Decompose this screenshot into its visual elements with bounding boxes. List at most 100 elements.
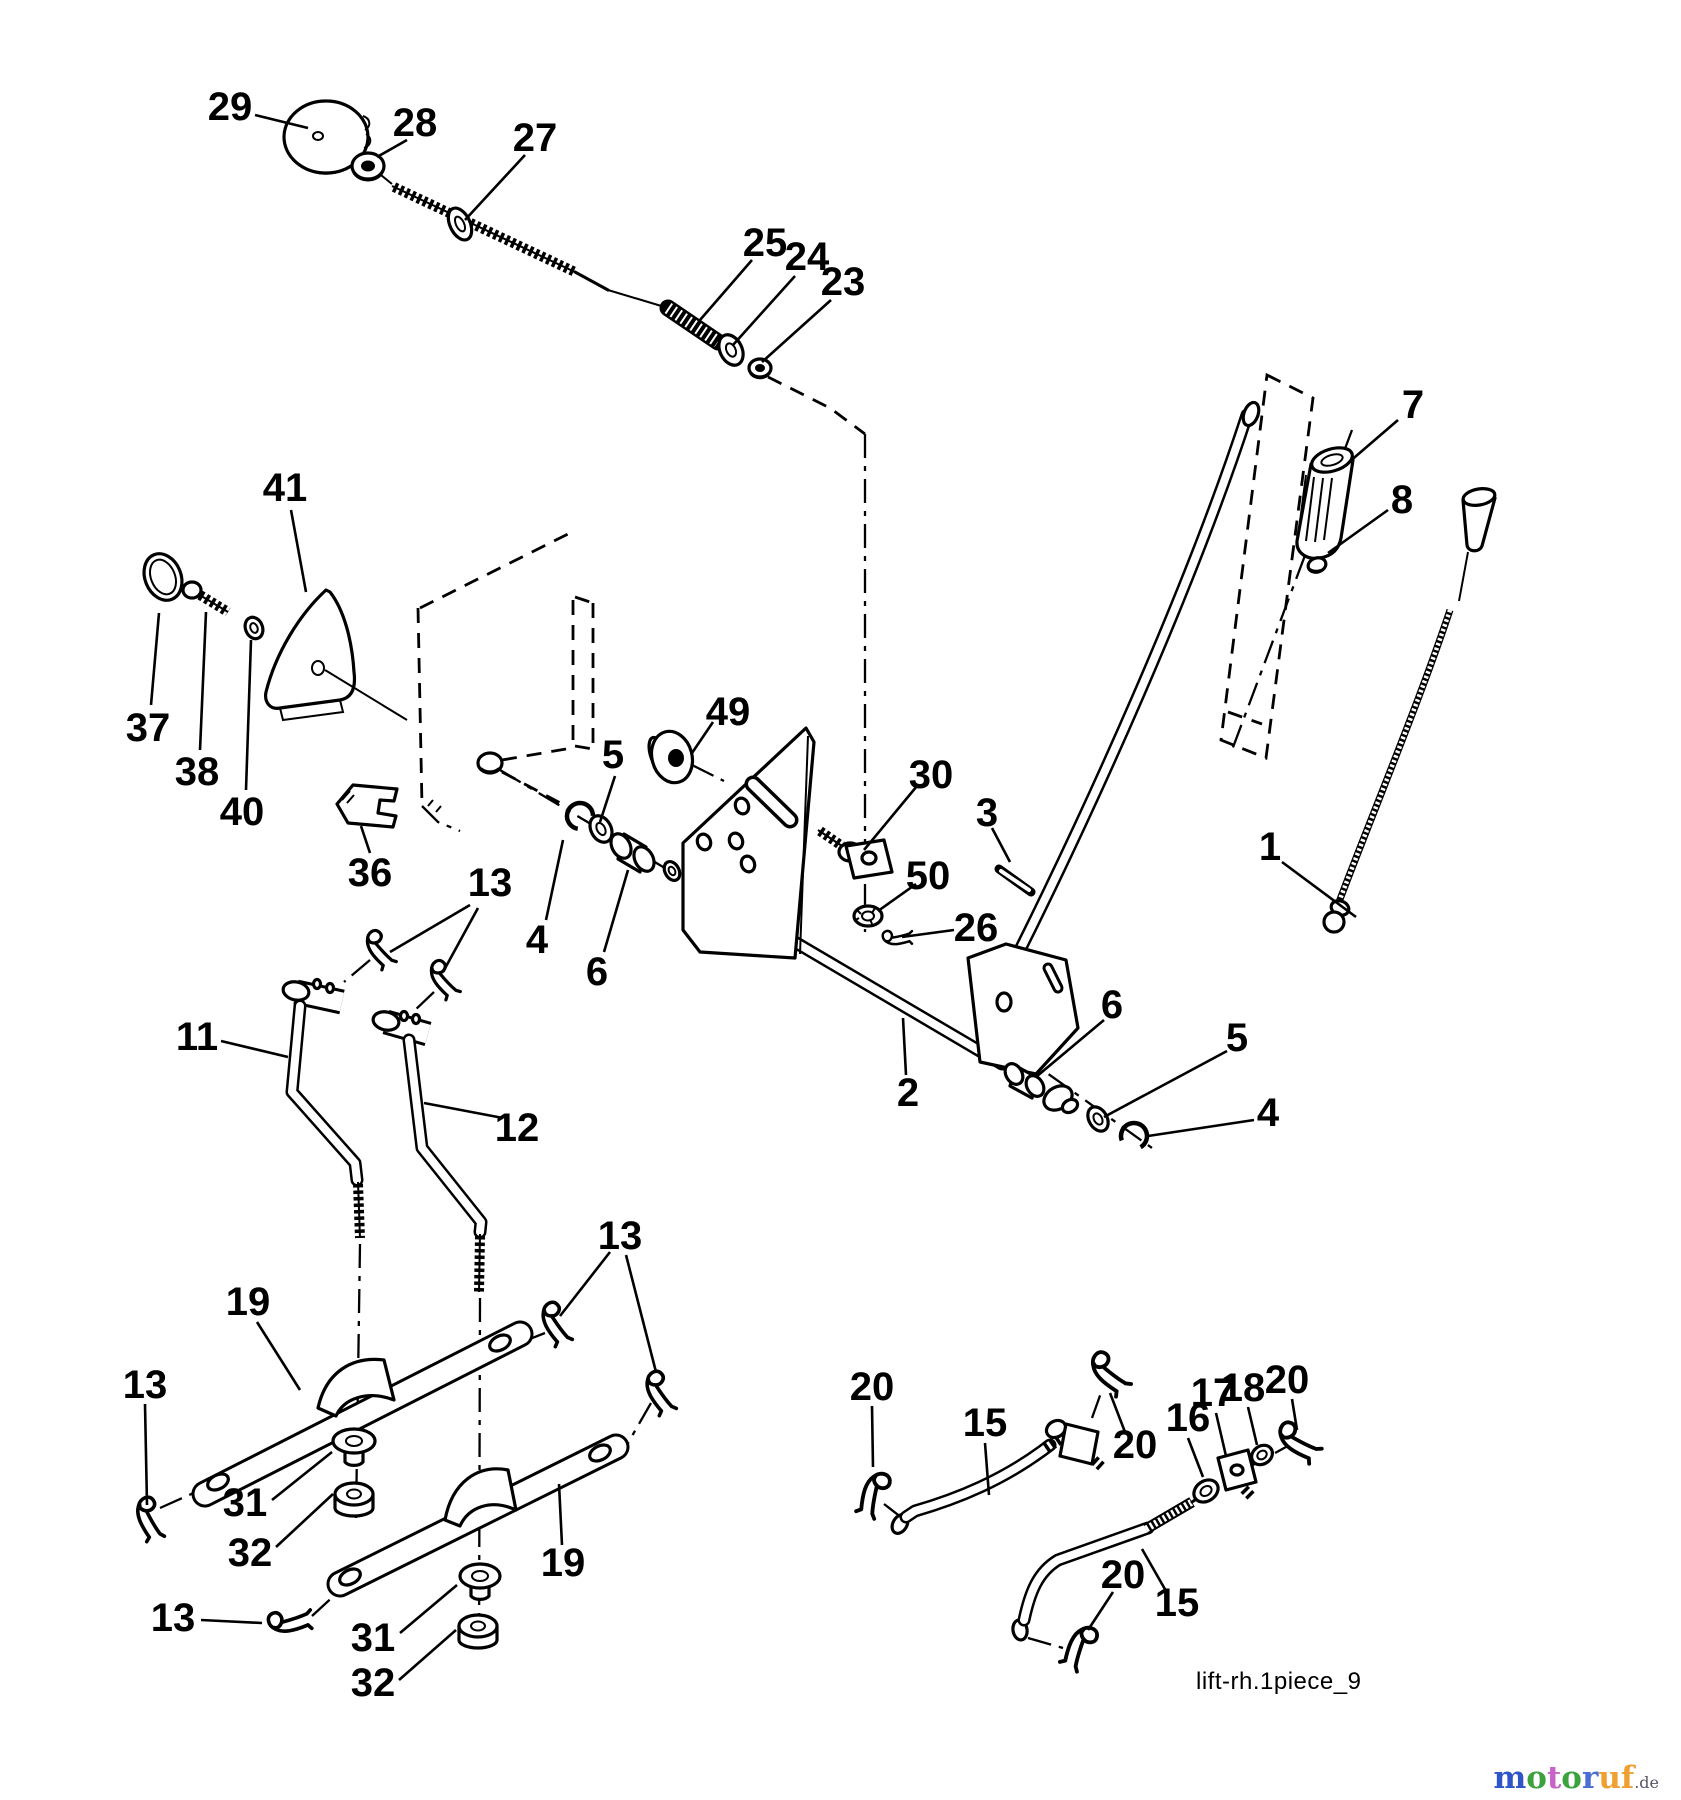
- callout-17: 17: [1191, 1371, 1235, 1457]
- threaded-rod-part-27: [391, 182, 610, 292]
- nut-part-28: [350, 151, 386, 182]
- lift-rod-part-15-lower: [1011, 1496, 1200, 1642]
- callout-27: 27: [464, 116, 558, 221]
- callout-leader-line: [359, 825, 372, 854]
- part-number-label: 38: [175, 750, 220, 794]
- washer-part-5-left: [588, 814, 614, 844]
- callout-leader-line: [198, 611, 208, 751]
- callout-leader-line: [1327, 508, 1389, 555]
- bolt-part-38: [181, 580, 231, 617]
- callout-19: 19: [226, 1280, 302, 1391]
- callout-leader-line: [544, 839, 565, 921]
- callout-29: 29: [208, 85, 309, 130]
- watermark-letter: f: [1620, 1760, 1635, 1796]
- callout-leader-line: [870, 1405, 875, 1468]
- callout-32: 32: [228, 1493, 334, 1575]
- callout-28: 28: [376, 101, 437, 159]
- part-number-label: 31: [223, 1481, 268, 1525]
- nut-part-18: [1250, 1443, 1274, 1467]
- callout-15: 15: [963, 1401, 1008, 1496]
- part-number-label: 13: [123, 1363, 168, 1407]
- washer-part-16: [1192, 1478, 1220, 1504]
- part-number-label: 32: [228, 1531, 273, 1575]
- callout-leader-line: [255, 1321, 302, 1391]
- part-number-label: 41: [263, 466, 308, 510]
- part-number-label: 2: [897, 1071, 919, 1115]
- nut-part-32-upper: [333, 1481, 375, 1518]
- part-number-label: 30: [909, 753, 954, 797]
- callout-leader-line: [1140, 1548, 1168, 1592]
- callout-leader-line: [602, 869, 630, 953]
- part-number-label: 37: [126, 706, 171, 750]
- callout-13: 13: [558, 1214, 658, 1373]
- flange-washer-left: [662, 859, 682, 883]
- lever-bottom-bracket: [966, 942, 1080, 1076]
- callout-leader-line: [149, 612, 161, 706]
- callout-leader-line: [1186, 1437, 1205, 1478]
- callout-leader-line: [464, 154, 526, 221]
- lock-washer-part-50: [852, 904, 884, 928]
- part-number-label: 6: [1101, 983, 1123, 1027]
- cam-plate-part-41: [264, 588, 408, 722]
- right-pivot-stack: [1003, 1062, 1150, 1152]
- callout-31: 31: [223, 1450, 333, 1525]
- callout-leader-line: [1290, 1398, 1299, 1431]
- watermark-letter: t: [1546, 1760, 1562, 1796]
- callout-leader-line: [699, 259, 753, 321]
- callout-leader-line: [862, 785, 919, 851]
- clip-part-20: [853, 1467, 894, 1522]
- callout-leader-line: [398, 1629, 457, 1681]
- e-clip-part-4-left: [564, 800, 596, 832]
- callout-32: 32: [351, 1629, 457, 1705]
- part-number-label: 32: [351, 1661, 396, 1705]
- callout-4: 4: [526, 839, 565, 962]
- part-number-label: 29: [208, 85, 253, 129]
- clip-part-20: [1271, 1417, 1326, 1467]
- part-number-label: 20: [1101, 1553, 1146, 1597]
- part-number-label: 36: [348, 851, 393, 895]
- nut-part-32-lower: [457, 1613, 499, 1650]
- cap-part-8: [1306, 556, 1328, 574]
- callout-11: 11: [176, 1015, 289, 1059]
- callout-13: 13: [123, 1363, 168, 1506]
- callout-leader-line: [1347, 419, 1399, 464]
- part-number-label: 1: [1259, 825, 1281, 869]
- part-number-label: 20: [850, 1365, 895, 1409]
- motoruf-watermark-logo: motoruf.de: [1493, 1763, 1659, 1794]
- callout-16: 16: [1166, 1396, 1210, 1478]
- part-number-label: 4: [526, 918, 549, 962]
- grip-part-7: [1295, 446, 1355, 560]
- callout-37: 37: [126, 612, 171, 750]
- callout-leader-line: [200, 1618, 263, 1625]
- callout-50: 50: [877, 854, 950, 913]
- callout-leader-line: [558, 1251, 612, 1317]
- part-number-label: 5: [602, 733, 624, 777]
- callout-leader-line: [877, 882, 917, 913]
- nut-part-23: [747, 357, 773, 380]
- knob-part-29: [282, 99, 372, 175]
- callout-4: 4: [1147, 1091, 1280, 1138]
- part-number-label: 27: [513, 116, 558, 160]
- callout-13: 13: [389, 861, 512, 973]
- callout-leader-line: [624, 1254, 658, 1373]
- part-number-label: 15: [963, 1401, 1008, 1445]
- callout-leader-line: [399, 1584, 458, 1634]
- part-number-label: 7: [1402, 383, 1424, 427]
- watermark-suffix: .de: [1634, 1773, 1659, 1792]
- part-number-label: 20: [1113, 1423, 1158, 1467]
- flange-bushing-right: [1042, 1084, 1080, 1115]
- callout-25: 25: [699, 221, 787, 321]
- disc-part-49: [647, 729, 695, 785]
- part-number-label: 31: [351, 1616, 396, 1660]
- callout-13: 13: [151, 1596, 263, 1640]
- callout-leader-line: [1246, 1406, 1259, 1446]
- callout-5: 5: [598, 733, 624, 823]
- part-number-label: 4: [1257, 1091, 1280, 1135]
- panel-grommet-hole: [476, 751, 504, 775]
- washer-part-5-right: [1086, 1105, 1110, 1133]
- callout-leader-line: [732, 275, 796, 346]
- callout-6: 6: [586, 869, 630, 994]
- callout-leader-line: [271, 1450, 333, 1502]
- callout-3: 3: [976, 791, 1012, 863]
